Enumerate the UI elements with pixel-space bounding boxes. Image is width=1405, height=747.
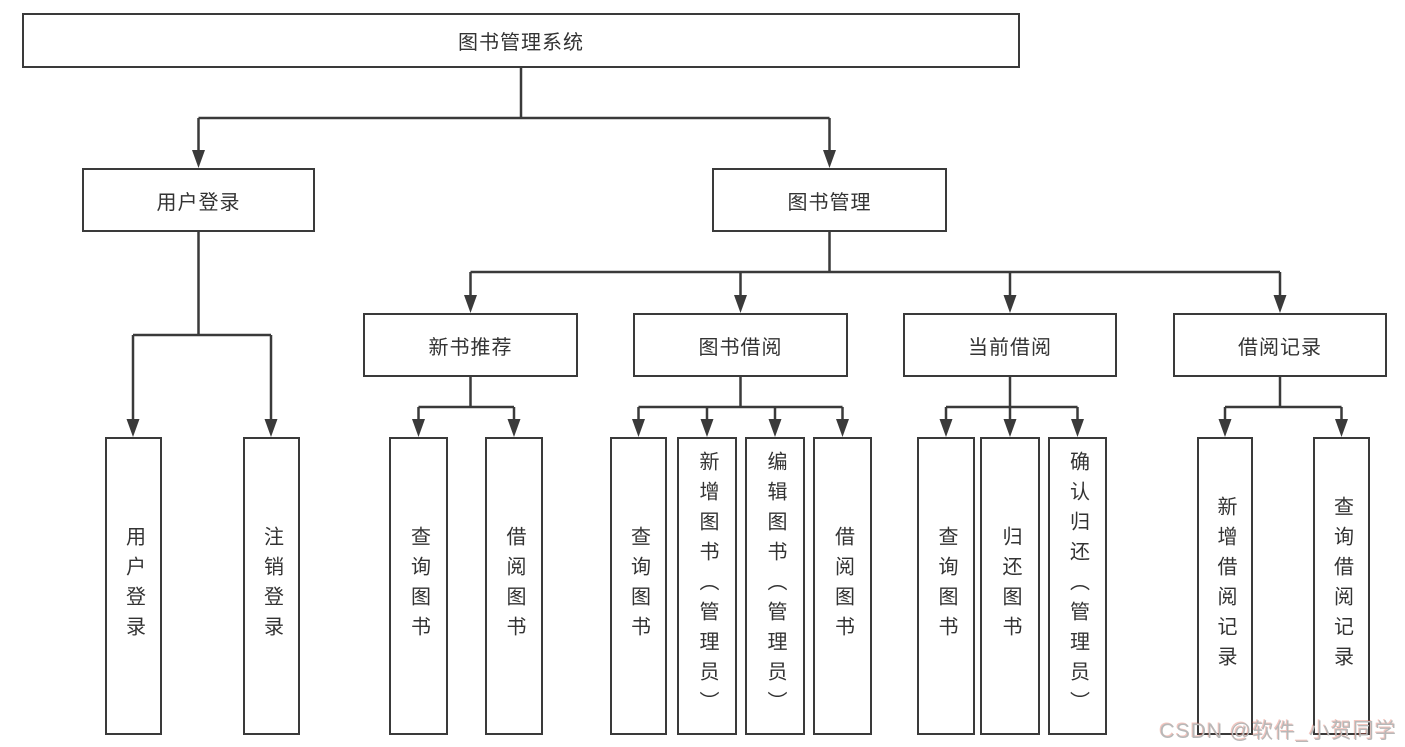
node-user-login-label: 用户登录: [156, 191, 241, 214]
arrowhead: [836, 419, 849, 437]
leaf-newbook-query-books-label: 查询图书: [407, 526, 430, 646]
arrowhead: [700, 419, 714, 437]
leaf-add-borrow-record-label: 新增借阅记录: [1214, 496, 1236, 676]
node-book-borrowing-label: 图书借阅: [698, 336, 783, 359]
arrowhead: [939, 419, 953, 437]
arrowhead: [507, 419, 521, 437]
leaf-newbook-borrow-books: 借阅图书: [485, 437, 543, 735]
leaf-confirm-return-admin-label: 确认归还（管理员）: [1066, 451, 1089, 721]
arrowhead: [1273, 295, 1287, 313]
leaf-newbook-borrow-books-label: 借阅图书: [503, 526, 525, 646]
arrowhead: [412, 419, 425, 437]
connector-book-borrow-branch: [637, 377, 844, 421]
leaf-current-query-books: 查询图书: [917, 437, 975, 735]
arrowhead: [1003, 295, 1017, 313]
leaf-current-query-books-label: 查询图书: [935, 526, 957, 646]
arrowhead: [632, 419, 645, 437]
node-borrowing-records: 借阅记录: [1173, 313, 1387, 377]
connector-current-borrow-branch: [944, 377, 1079, 421]
node-user-login: 用户登录: [82, 168, 315, 232]
connector-new-book-branch: [417, 377, 516, 421]
node-book-borrowing: 图书借阅: [633, 313, 848, 377]
leaf-borrowing-query-books-label: 查询图书: [627, 526, 650, 646]
node-current-borrowing: 当前借阅: [903, 313, 1117, 377]
leaf-query-borrow-record-label: 查询借阅记录: [1330, 496, 1353, 676]
leaf-logout-label: 注销登录: [260, 526, 283, 646]
node-root: 图书管理系统: [22, 13, 1020, 68]
connector-book-mgmt-branch: [469, 232, 1282, 297]
leaf-query-borrow-record: 查询借阅记录: [1313, 437, 1370, 735]
arrowhead: [1218, 419, 1232, 437]
leaf-add-books-admin: 新增图书（管理员）: [677, 437, 737, 735]
watermark: CSDN @软件_小贺同学: [1159, 720, 1397, 743]
leaf-logout: 注销登录: [243, 437, 300, 735]
node-book-management: 图书管理: [712, 168, 947, 232]
leaf-confirm-return-admin: 确认归还（管理员）: [1048, 437, 1107, 735]
arrowhead: [464, 295, 477, 313]
connector-user-login-branch: [131, 232, 273, 421]
arrowhead: [823, 150, 836, 168]
leaf-user-login: 用户登录: [105, 437, 162, 735]
arrowhead: [1003, 419, 1017, 437]
arrowhead: [192, 150, 205, 168]
leaf-return-books: 归还图书: [980, 437, 1040, 735]
leaf-add-borrow-record: 新增借阅记录: [1197, 437, 1253, 735]
connector-borrow-record-branch: [1223, 377, 1343, 421]
node-borrowing-records-label: 借阅记录: [1238, 336, 1322, 359]
leaf-newbook-query-books: 查询图书: [389, 437, 448, 735]
leaf-borrowing-query-books: 查询图书: [610, 437, 667, 735]
leaf-user-login-label: 用户登录: [122, 526, 145, 646]
arrowhead: [126, 419, 140, 437]
node-book-management-label: 图书管理: [787, 191, 872, 214]
arrowhead: [1071, 419, 1084, 437]
leaf-add-books-admin-label: 新增图书（管理员）: [696, 451, 718, 721]
connector-root-to-level2: [197, 68, 831, 152]
leaf-return-books-label: 归还图书: [999, 526, 1021, 646]
arrowhead: [264, 419, 278, 437]
leaf-borrowing-borrow-books-label: 借阅图书: [831, 526, 854, 646]
node-current-borrowing-label: 当前借阅: [968, 336, 1052, 359]
leaf-edit-books-admin: 编辑图书（管理员）: [745, 437, 805, 735]
node-new-book-recommend: 新书推荐: [363, 313, 578, 377]
node-root-label: 图书管理系统: [458, 32, 584, 54]
leaf-edit-books-admin-label: 编辑图书（管理员）: [764, 451, 786, 721]
leaf-borrowing-borrow-books: 借阅图书: [813, 437, 872, 735]
arrowhead: [734, 295, 747, 313]
arrowhead: [768, 419, 782, 437]
node-new-book-recommend-label: 新书推荐: [428, 336, 513, 359]
arrowhead: [1335, 419, 1348, 437]
